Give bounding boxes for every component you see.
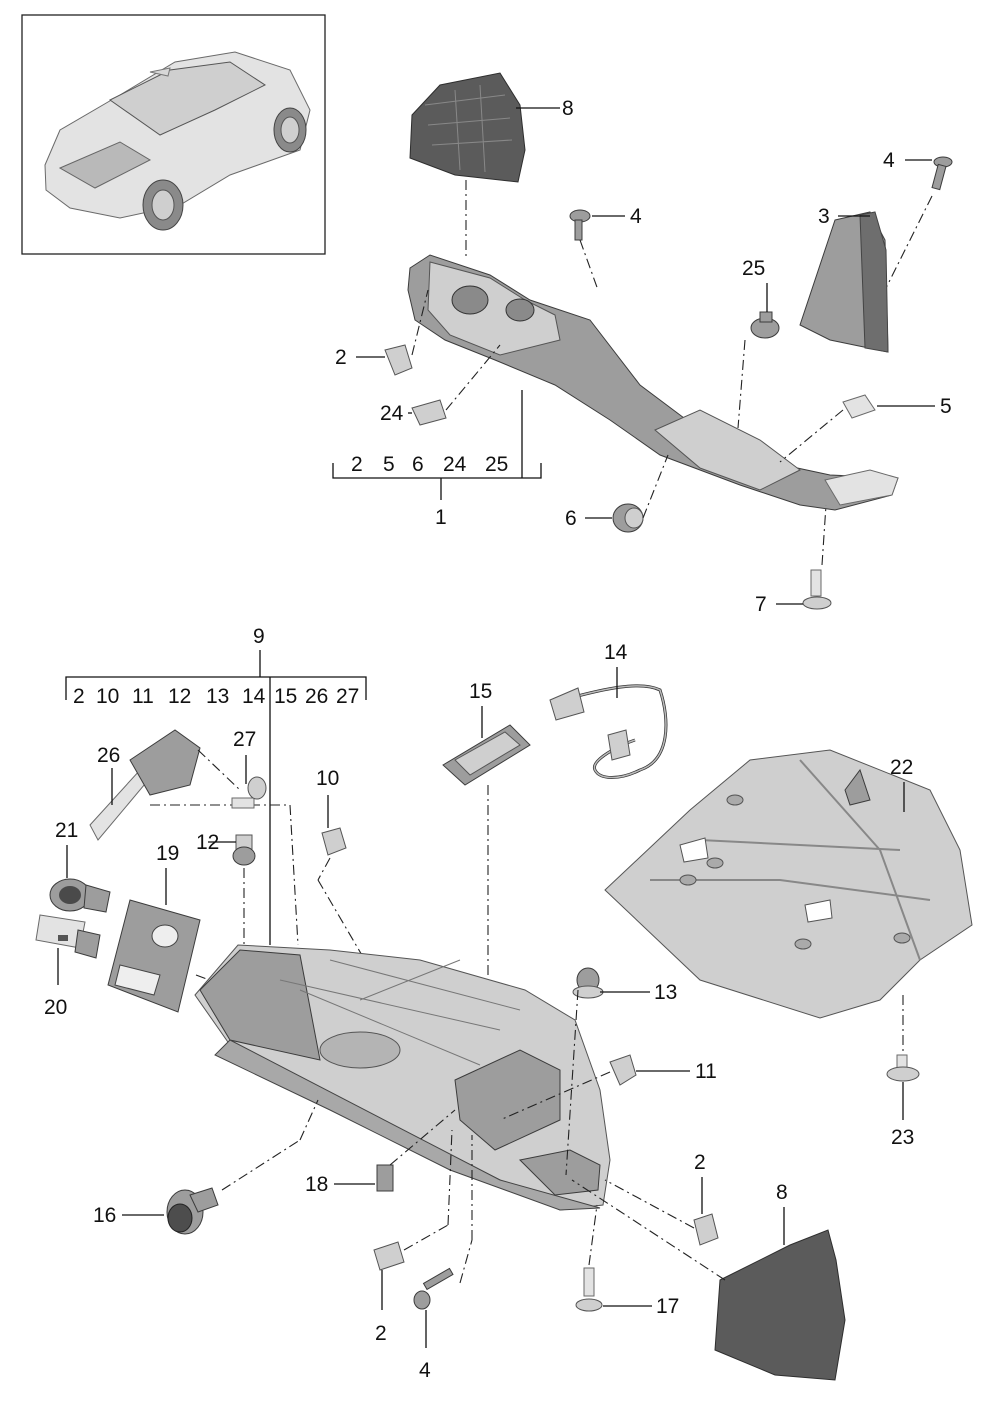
- callout-18: 18: [305, 1173, 328, 1196]
- group-bracket-9: [65, 650, 367, 945]
- group1-item-0: 2: [351, 453, 363, 476]
- part-26-sensor: [89, 729, 201, 841]
- group1-item-1: 5: [383, 453, 395, 476]
- part-27-pin: [231, 776, 267, 809]
- callout-25: 25: [742, 257, 765, 280]
- group9-item-4: 13: [206, 685, 229, 708]
- callout-22: 22: [890, 756, 913, 779]
- callout-26: 26: [97, 744, 120, 767]
- callout-21: 21: [55, 819, 78, 842]
- part-24-clip: [411, 399, 447, 426]
- glovebox-assembly: [194, 944, 611, 1211]
- part-10-clip: [321, 827, 347, 856]
- callout-10: 10: [316, 767, 339, 790]
- callout-9: 9: [253, 625, 265, 648]
- part-14-cable: [549, 684, 668, 779]
- callout-8-top: 8: [562, 97, 574, 120]
- callout-2-bottom: 2: [375, 1322, 387, 1345]
- group-bracket-1: [332, 390, 542, 500]
- group9-item-2: 11: [132, 685, 154, 708]
- part-4-screw-right: [931, 156, 953, 191]
- part-22-shield: [604, 749, 973, 1019]
- callout-8-bottom: 8: [776, 1181, 788, 1204]
- part-23-screw: [886, 1054, 920, 1082]
- part-17-screw: [575, 1267, 603, 1312]
- part-7-screw: [802, 569, 832, 610]
- part-12-nut: [232, 834, 256, 866]
- callout-27: 27: [233, 728, 256, 751]
- part-11-clip: [609, 1054, 637, 1086]
- callout-12: 12: [196, 831, 219, 854]
- group9-item-0: 2: [73, 685, 85, 708]
- callout-4-top: 4: [630, 205, 642, 228]
- car-inset: [21, 14, 326, 255]
- group9-item-5: 14: [242, 685, 266, 708]
- part-8-cover-top: [409, 72, 526, 183]
- callout-5: 5: [940, 395, 952, 418]
- part-2-clip-right: [693, 1213, 719, 1246]
- part-4-screw-bottom: [413, 1267, 454, 1310]
- callout-6: 6: [565, 507, 577, 530]
- callout-16: 16: [93, 1204, 116, 1227]
- group1-item-2: 6: [412, 453, 424, 476]
- group9-item-8: 27: [336, 685, 359, 708]
- group1-item-4: 25: [485, 453, 508, 476]
- group1-item-3: 24: [443, 453, 467, 476]
- callout-4-bottom: 4: [419, 1359, 431, 1382]
- callout-7: 7: [755, 593, 767, 616]
- callout-1: 1: [435, 506, 447, 529]
- callout-24: 24: [380, 402, 404, 425]
- part-5-nut: [842, 394, 876, 419]
- part-2-clip-top: [384, 344, 413, 376]
- callout-2-right: 2: [694, 1151, 706, 1174]
- part-21-socket: [49, 878, 111, 913]
- part-2-clip-bottom: [373, 1241, 405, 1271]
- part-20-switch: [35, 914, 101, 959]
- part-18-insert: [376, 1164, 394, 1192]
- part-15-module: [442, 724, 531, 786]
- callout-4-right: 4: [883, 149, 895, 172]
- group9-item-3: 12: [168, 685, 191, 708]
- callout-19: 19: [156, 842, 179, 865]
- callout-2-top: 2: [335, 346, 347, 369]
- part-3-trim-panel: [799, 211, 889, 353]
- callout-14: 14: [604, 641, 628, 664]
- part-19-plate: [107, 899, 201, 1013]
- part-8-cover-bottom: [714, 1229, 846, 1381]
- callout-20: 20: [44, 996, 67, 1019]
- callout-15: 15: [469, 680, 492, 703]
- group9-item-1: 10: [96, 685, 119, 708]
- callout-11: 11: [695, 1060, 717, 1083]
- part-25-clip: [750, 311, 780, 339]
- callout-17: 17: [656, 1295, 679, 1318]
- part-6-grommet: [612, 503, 644, 533]
- part-4-screw-top: [569, 209, 591, 241]
- part-16-lock: [166, 1187, 219, 1235]
- callout-13: 13: [654, 981, 677, 1004]
- callout-3: 3: [818, 205, 830, 228]
- part-1-bracket: [407, 254, 899, 511]
- group9-item-6: 15: [274, 685, 297, 708]
- group9-item-7: 26: [305, 685, 328, 708]
- callout-23: 23: [891, 1126, 914, 1149]
